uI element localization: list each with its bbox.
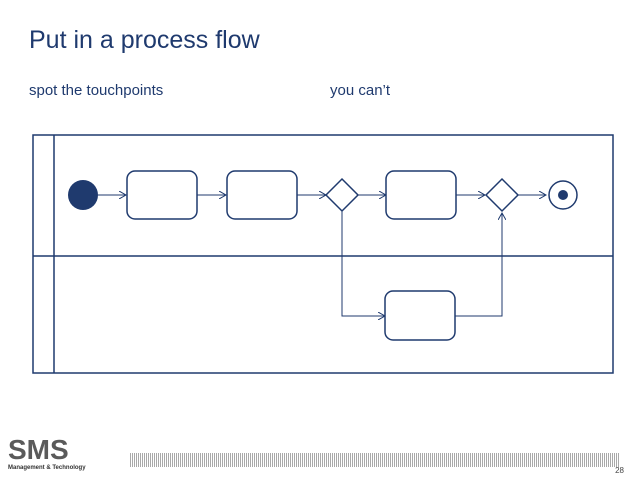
- logo-tagline: Management & Technology: [8, 465, 86, 471]
- end-event-dot: [558, 190, 568, 200]
- company-logo: SMS Management & Technology: [8, 434, 86, 472]
- gateway-split: [324, 177, 360, 213]
- task-4: [384, 290, 456, 341]
- logo-wordmark: SMS: [8, 434, 69, 465]
- subtitle-left: spot the touchpoints: [29, 82, 164, 99]
- start-event: [68, 180, 98, 210]
- footer-barcode-bar: [130, 453, 620, 467]
- gateway-merge: [484, 177, 520, 213]
- pool-frame: [32, 134, 614, 374]
- task-1: [126, 170, 198, 220]
- task-3: [385, 170, 457, 220]
- task-2: [226, 170, 298, 220]
- flow-gateway1-to-task4: [341, 211, 385, 316]
- page-number: 28: [615, 466, 624, 475]
- slide-title: Put in a process flow: [29, 26, 260, 54]
- flow-task4-to-gateway2: [455, 213, 502, 317]
- subtitle-right: you can’t: [330, 82, 391, 99]
